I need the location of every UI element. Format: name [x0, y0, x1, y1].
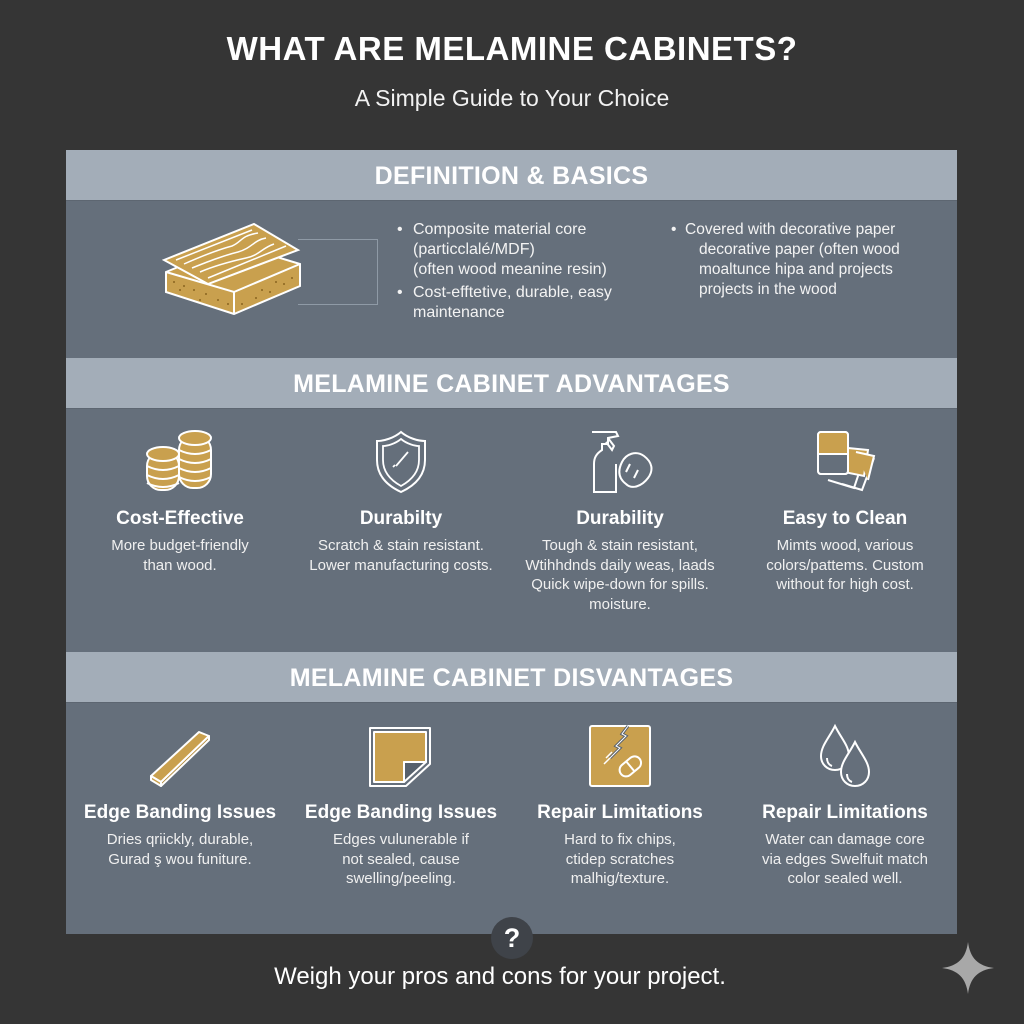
footer-text: Weigh your pros and cons for your projec… — [274, 963, 726, 990]
sparkle-icon — [942, 942, 994, 994]
advantage-title: Durabilty — [359, 508, 443, 529]
cracked-panel-icon — [589, 725, 651, 787]
question-mark-icon: ? — [491, 917, 533, 959]
advantage-card: Durability Tough & stain resistant, Wtih… — [510, 422, 730, 614]
section-header-advantages: MELAMINE CABINET ADVANTAGES — [66, 358, 957, 408]
disadvantage-title: Repair Limitations — [762, 802, 928, 823]
definition-bullets-right: Covered with decorative paper decorative… — [671, 220, 961, 303]
shield-icon — [376, 430, 426, 494]
section-header-definition: DEFINITION & BASICS — [66, 150, 957, 200]
disadvantage-card: Repair Limitations Water can damage core… — [735, 716, 955, 889]
disadvantage-title: Edge Banding Issues — [304, 802, 498, 823]
water-drops-icon — [819, 723, 871, 788]
advantage-card: Durabilty Scratch & stain resistant. Low… — [291, 422, 511, 575]
disadvantage-description: Dries qriickly, durable, Gurad ş wou fun… — [106, 831, 254, 868]
advantage-description: Tough & stain resistant, Wtihhdnds daily… — [525, 537, 715, 613]
page-subtitle: A Simple Guide to Your Choice — [354, 85, 670, 111]
advantage-card: Cost-Effective More budget-friendly than… — [70, 422, 290, 575]
advantage-title: Cost-Effective — [116, 508, 244, 529]
connector-line — [298, 239, 378, 305]
bullet-item: Cost-efftetive, durable, easy maintenanc… — [397, 283, 667, 323]
advantage-description: Scratch & stain resistant. Lower manufac… — [309, 537, 493, 574]
disadvantage-description: Edges vulunerable if not sealed, cause s… — [333, 831, 469, 887]
disadvantage-title: Edge Banding Issues — [83, 802, 277, 823]
layered-board-icon — [162, 222, 301, 315]
disadvantage-card: Edge Banding Issues Dries qriickly, dura… — [70, 716, 290, 869]
edge-band-strip-icon — [150, 731, 210, 787]
disadvantage-card: Repair Limitations Hard to fix chips, ct… — [510, 716, 730, 889]
definition-bullets-left: Composite material core (particclalé/MDF… — [397, 220, 667, 326]
disadvantage-description: Hard to fix chips, ctidep scratches malh… — [564, 831, 676, 887]
disadvantage-description: Water can damage core via edges Swelfuit… — [762, 831, 928, 887]
info-panel: DEFINITION & BASICS Composite material c… — [66, 150, 957, 934]
advantage-title: Durability — [576, 508, 664, 529]
coins-icon — [146, 430, 212, 491]
bullet-item: Composite material core (particclalé/MDF… — [397, 220, 667, 280]
section-header-disadvantages: MELAMINE CABINET DISVANTAGES — [66, 652, 957, 702]
advantage-description: More budget-friendly than wood. — [111, 537, 249, 574]
advantage-description: Mimts wood, various colors/pattems. Cust… — [766, 537, 924, 593]
bullet-item: Covered with decorative paper decorative… — [671, 220, 961, 300]
page-title: WHAT ARE MELAMINE CABINETS? — [226, 30, 798, 67]
advantage-card: Easy to Clean Mimts wood, various colors… — [735, 422, 955, 595]
spray-bottle-icon — [592, 431, 653, 493]
section-title: DEFINITION & BASICS — [374, 162, 649, 190]
section-title: MELAMINE CABINET DISVANTAGES — [289, 664, 734, 692]
peeling-corner-icon — [369, 727, 431, 787]
disadvantage-title: Repair Limitations — [537, 802, 703, 823]
disadvantage-card: Edge Banding Issues Edges vulunerable if… — [291, 716, 511, 889]
color-swatches-icon — [817, 431, 876, 492]
advantage-title: Easy to Clean — [782, 508, 908, 529]
section-title: MELAMINE CABINET ADVANTAGES — [293, 370, 730, 398]
